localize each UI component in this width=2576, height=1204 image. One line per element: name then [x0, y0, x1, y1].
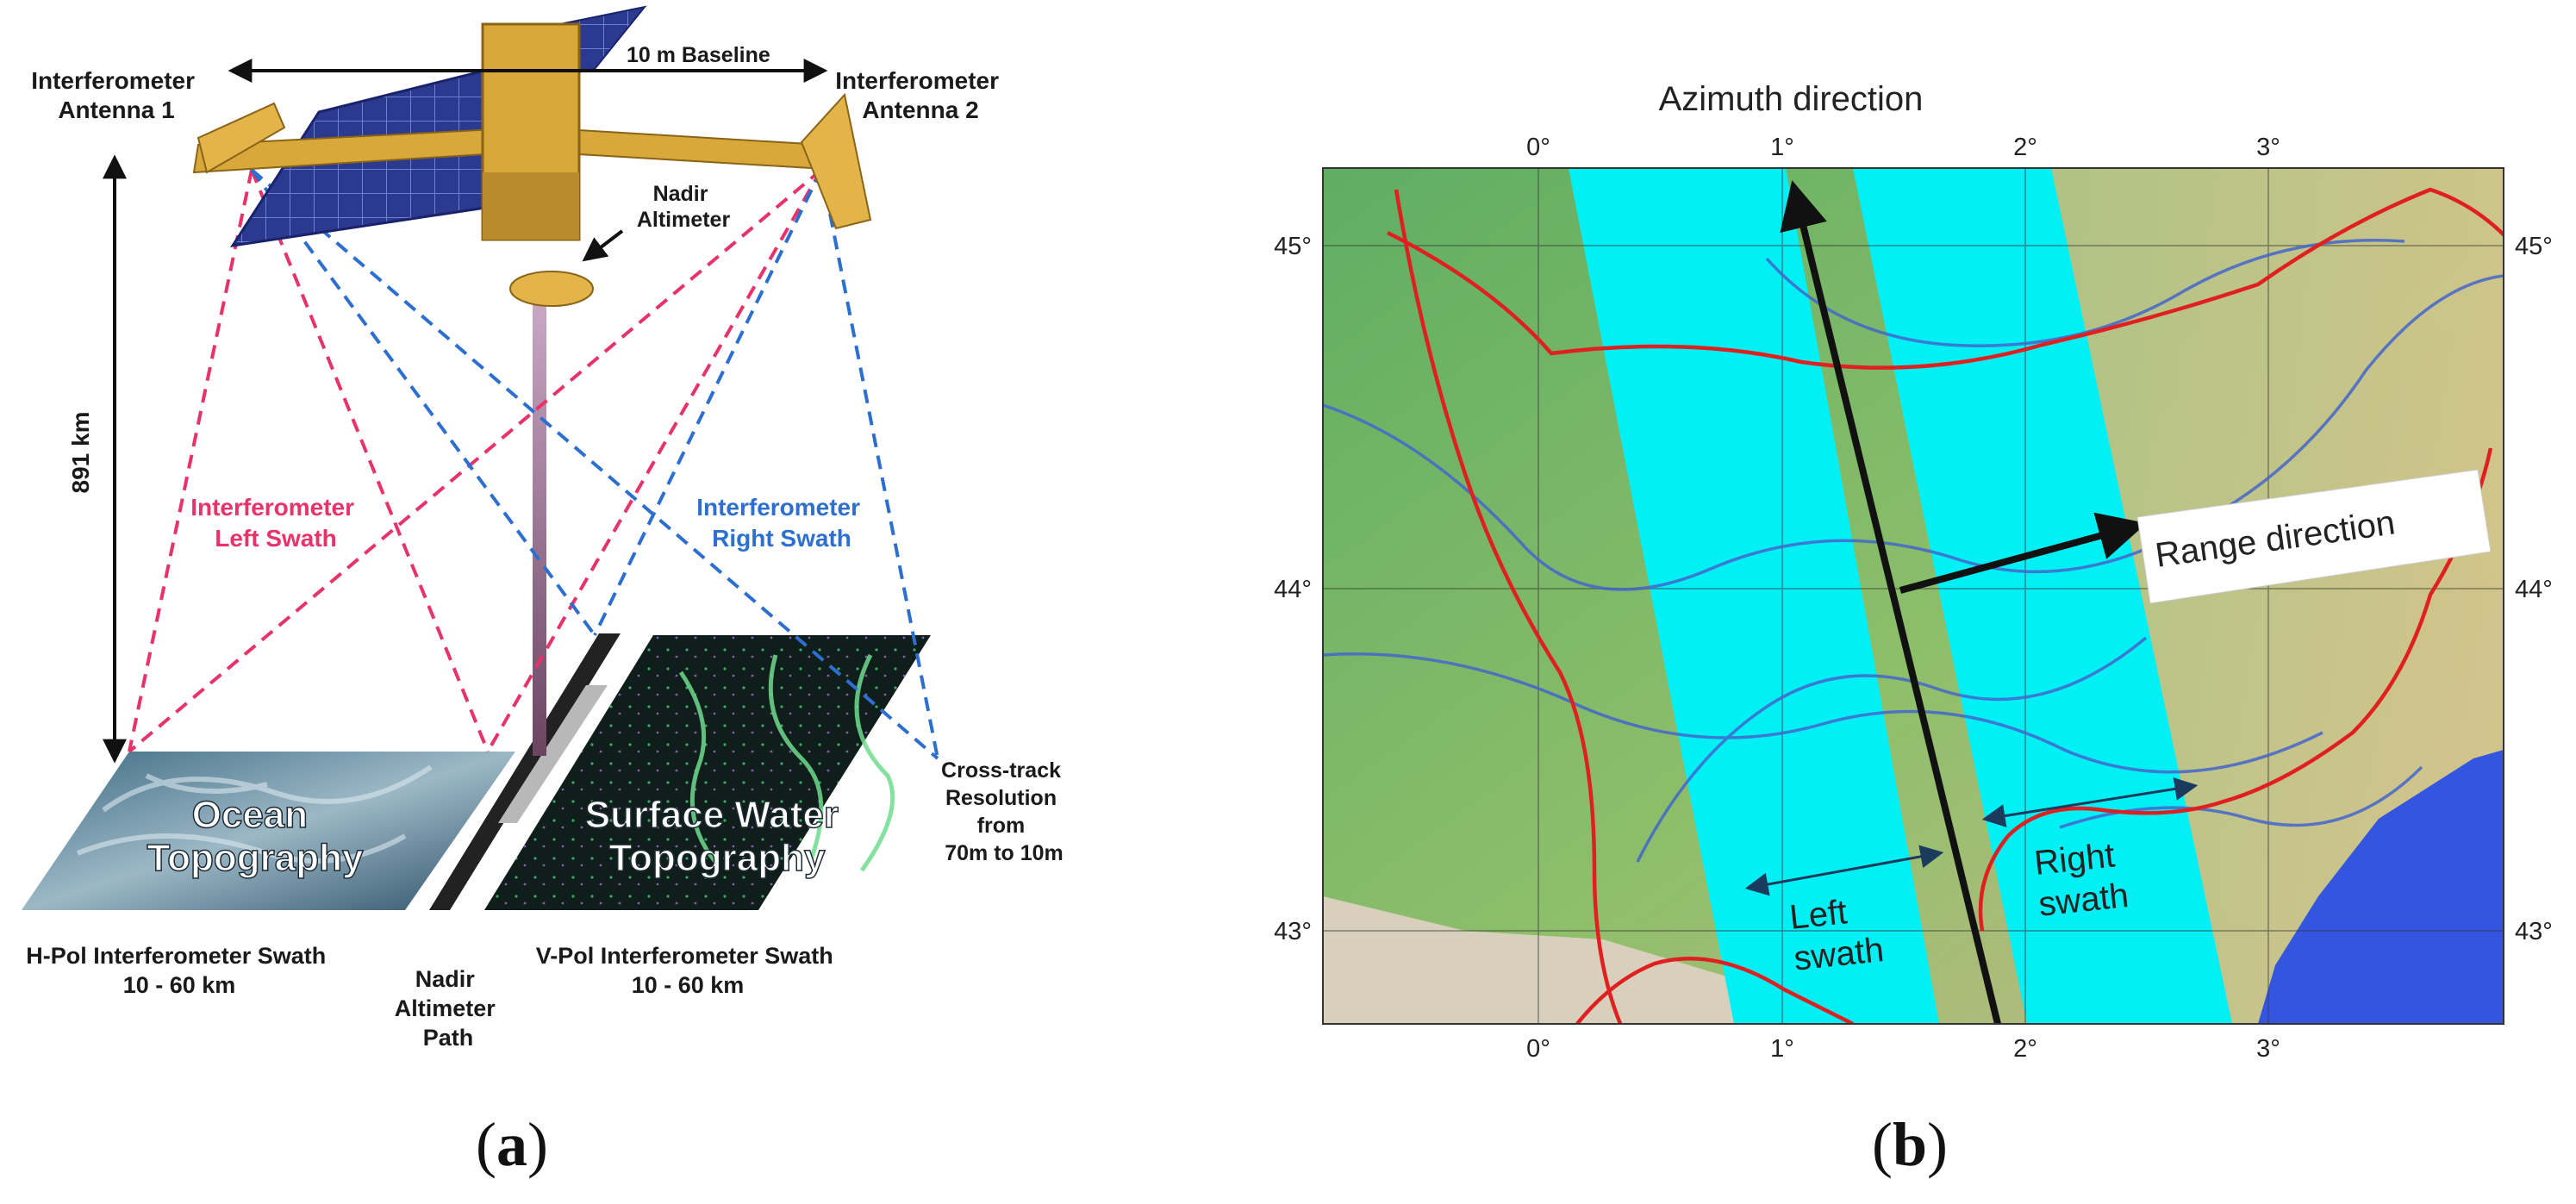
ocean-topography-scene [22, 752, 515, 910]
left-swath-lines [128, 168, 823, 753]
panel-a-letter: (a) [476, 1110, 548, 1179]
left-swath-band [1569, 168, 1939, 1024]
antenna-1-label: Interferometer Antenna 1 [31, 67, 202, 123]
left-swath-width-arrow [1744, 845, 1944, 896]
ocean-topography-label: Ocean Topography [147, 794, 364, 879]
altitude-label: 891 km [67, 412, 94, 494]
nadir-altimeter-beam [533, 297, 546, 756]
left-swath-label: Left swath [1787, 889, 1886, 977]
panel-b-letter: (b) [1872, 1110, 1948, 1179]
top-tick-1: 1° [1770, 134, 1794, 161]
right-tick-1: 44° [2515, 576, 2553, 603]
map-frame [1322, 167, 2504, 1025]
left-tick-0: 45° [1274, 233, 1312, 260]
relief-map: Range direction Left swath Right swath [1323, 168, 2504, 1024]
baseline-label: 10 m Baseline [627, 43, 770, 67]
nadir-altimeter-label: Nadir Altimeter [637, 182, 731, 232]
antenna-boom-2 [564, 128, 827, 171]
top-tick-2: 2° [2013, 134, 2037, 161]
right-swath-label: Interferometer Right Swath [696, 494, 867, 552]
top-tick-0: 0° [1526, 134, 1550, 161]
azimuth-track-arrow [1780, 180, 2001, 1024]
right-swath-label: Right swath [2032, 835, 2130, 923]
river-network [678, 653, 895, 872]
left-tick-2: 43° [1274, 918, 1312, 945]
antenna-2-label: Interferometer Antenna 2 [835, 67, 1006, 123]
region-borders [1386, 187, 2504, 1024]
bottom-tick-1: 1° [1770, 1035, 1794, 1063]
nadir-altimeter-pointer [582, 229, 624, 262]
nadir-path-label: Nadir Altimeter Path [395, 966, 502, 1051]
nadir-altimeter-dish [509, 271, 594, 307]
satellite-body-shade [483, 172, 579, 240]
left-tick-1: 44° [1274, 576, 1312, 603]
surface-water-topography-label: Surface Water Topography [585, 794, 849, 879]
bottom-tick-0: 0° [1526, 1035, 1550, 1063]
antenna-1-head [196, 102, 286, 174]
panel-b: Range direction Left swath Right swath A… [1274, 80, 2553, 1179]
azimuth-direction-label: Azimuth direction [1659, 80, 1924, 118]
left-swath-label: Interferometer Left Swath [190, 494, 361, 552]
bottom-tick-2: 2° [2013, 1035, 2037, 1063]
map-mediterranean-sea [2258, 750, 2504, 1024]
top-tick-3: 3° [2256, 134, 2280, 161]
range-direction-arrow [1899, 512, 2147, 594]
hpol-swath-label: H-Pol Interferometer Swath 10 - 60 km [26, 943, 333, 998]
right-swath-width-arrow [1981, 777, 2199, 827]
vpol-swath-label: V-Pol Interferometer Swath 10 - 60 km [536, 943, 840, 998]
cross-track-label: Cross-track Resolution from 70m to 10m [941, 758, 1067, 865]
nadir-altimeter-path-strip [429, 633, 621, 910]
right-tick-2: 43° [2515, 918, 2553, 945]
nadir-altimeter-path-highlight [498, 685, 608, 823]
range-direction-label-box [2136, 469, 2492, 604]
panel-a: 10 m Baseline Interferometer Antenna 1 I… [22, 5, 1067, 1179]
right-tick-0: 45° [2515, 233, 2553, 260]
bottom-tick-3: 3° [2256, 1035, 2280, 1063]
map-east-terrain [2043, 168, 2504, 1024]
right-swath-lines [250, 168, 939, 760]
surface-water-topography-scene [484, 635, 931, 910]
antenna-2-head [800, 92, 872, 230]
ocean-cloud-swirls [76, 764, 433, 864]
